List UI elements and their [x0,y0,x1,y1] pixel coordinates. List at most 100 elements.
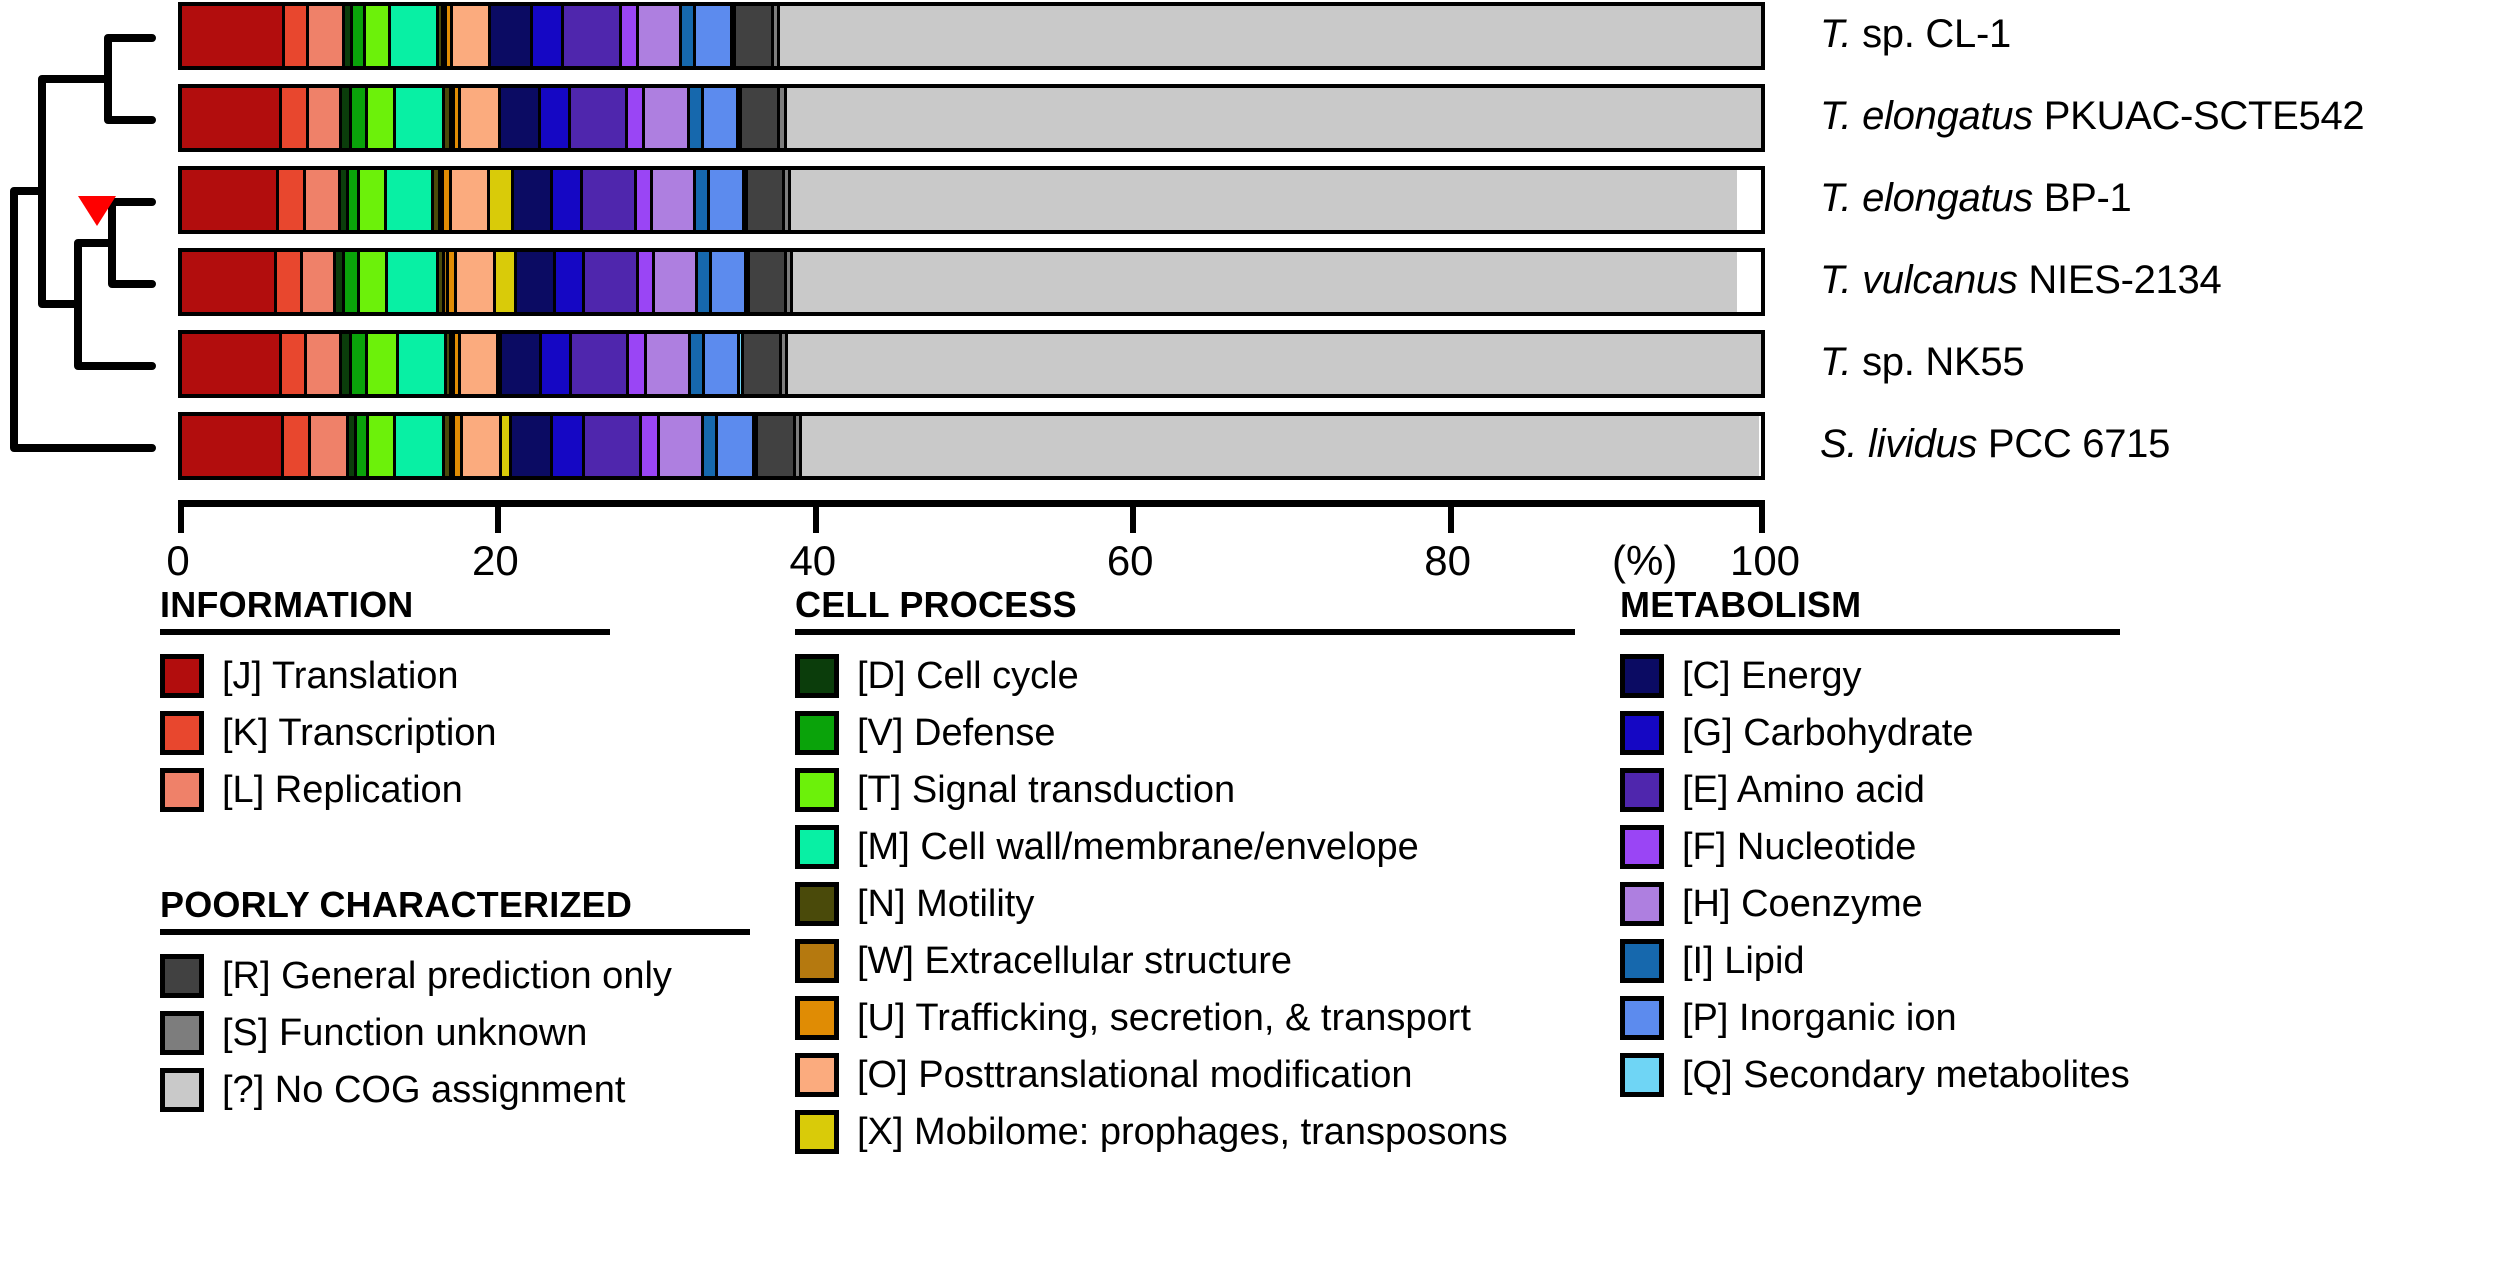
bar-segment-p [711,252,747,312]
bar-segment-q [738,88,743,148]
taxon-genus: T. [1820,94,1852,138]
legend-item-k[interactable]: [K] Transcription [160,704,760,761]
bar-segment-w [443,6,447,66]
bar-segment-d [340,170,349,230]
bar-segment-i [697,252,712,312]
legend-item-w[interactable]: [W] Extracellular structure [795,932,1655,989]
legend-swatch-icon-none [160,1067,204,1112]
legend-column-poorly-characterized: POORLY CHARACTERIZED [R] General predict… [160,885,760,1118]
bar-segment-d [342,334,352,394]
taxon-species: vulcanus [1862,258,2018,302]
legend-label: [X] Mobilome: prophages, transposons [857,1110,1508,1153]
bar-segment-f [629,334,647,394]
bar-segment-l [308,88,343,148]
bar-segment-e [584,416,643,476]
legend-item-j[interactable]: [J] Translation [160,647,760,704]
legend-item-p[interactable]: [P] Inorganic ion [1620,989,2260,1046]
bar-segment-none [780,6,1761,66]
phylogenetic-dendrogram [0,0,180,500]
legend-label: [R] General prediction only [222,954,672,997]
legend-item-e[interactable]: [E] Amino acid [1620,761,2260,818]
legend-item-f[interactable]: [F] Nucleotide [1620,818,2260,875]
taxon-species: lividus [1868,422,1978,466]
legend-item-t[interactable]: [T] Signal transduction [795,761,1655,818]
bar-segment-v [345,252,360,312]
bar-segment-j [182,170,279,230]
legend-item-d[interactable]: [D] Cell cycle [795,647,1655,704]
legend-item-m[interactable]: [M] Cell wall/membrane/envelope [795,818,1655,875]
legend-swatch-icon-g [1620,710,1664,755]
bar-segment-o [451,170,490,230]
legend-item-l[interactable]: [L] Replication [160,761,760,818]
bar-segment-d [342,88,352,148]
bar-segment-h [638,6,682,66]
bar-segment-q [745,170,749,230]
bar-segment-s [786,252,793,312]
legend-item-s[interactable]: [S] Function unknown [160,1004,760,1061]
clade-cl1-pkuac [104,34,156,124]
bar-segment-i [703,416,719,476]
dendrogram-svg [10,34,156,452]
bar-segment-f [638,252,655,312]
legend-item-c[interactable]: [C] Energy [1620,647,2260,704]
bar-segment-n [434,170,441,230]
legend-item-h[interactable]: [H] Coenzyme [1620,875,2260,932]
bar-segment-d [335,252,346,312]
bar-segment-g [553,416,585,476]
bar-segment-v [351,88,368,148]
legend-swatch-icon-s [160,1010,204,1055]
bar-segment-d [345,6,354,66]
bar-segment-w [445,252,449,312]
bar-segment-g [532,6,565,66]
legend-item-r[interactable]: [R] General prediction only [160,947,760,1004]
legend-label: [L] Replication [222,768,463,811]
legend-label: [O] Posttranslational modification [857,1053,1413,1096]
bar-segment-p [718,416,755,476]
bar-segment-h [653,170,697,230]
bar-segment-u [448,252,457,312]
bar-segment-v [353,6,367,66]
legend-item-q[interactable]: [Q] Secondary metabolites [1620,1046,2260,1103]
bar-segment-v [351,334,368,394]
legend-item-none[interactable]: [?] No COG assignment [160,1061,760,1118]
bar-segment-x [496,252,517,312]
bar-segment-n [445,88,452,148]
legend-item-g[interactable]: [G] Carbohydrate [1620,704,2260,761]
bar-segment-w [451,88,455,148]
bar-segment-g [540,88,571,148]
axis-tick-40 [812,505,819,533]
axis-tick-label-80: 80 [1424,537,1471,584]
legend-label: [Q] Secondary metabolites [1682,1053,2130,1096]
legend-rule-poorly-characterized [160,929,750,935]
bar-segment-c [502,334,542,394]
bar-segment-g [556,252,586,312]
bar-segment-m [396,416,446,476]
bar-segment-h [654,252,698,312]
legend-item-i[interactable]: [I] Lipid [1620,932,2260,989]
stacked-bar-row [178,412,1765,480]
taxon-strain: PKUAC-SCTE542 [2043,94,2365,138]
bar-segment-n [445,416,452,476]
taxon-species: sp. [1862,340,1915,384]
bar-segment-none [791,170,1738,230]
legend-label: [E] Amino acid [1682,768,1925,811]
legend-item-o[interactable]: [O] Posttranslational modification [795,1046,1655,1103]
legend-title-metabolism: METABOLISM [1620,584,1862,625]
taxon-genus: S. [1820,422,1858,466]
bar-segment-q [740,334,744,394]
legend-item-n[interactable]: [N] Motility [795,875,1655,932]
bar-segment-q [746,252,751,312]
red-triangle-marker [78,196,116,226]
axis-unit-label: (%) [1612,537,1678,584]
legend-items-cell-process: [D] Cell cycle[V] Defense[T] Signal tran… [795,647,1655,1160]
bar-segment-c [500,88,541,148]
bar-segment-u [454,334,462,394]
legend-item-v[interactable]: [V] Defense [795,704,1655,761]
legend-item-u[interactable]: [U] Trafficking, secretion, & transport [795,989,1655,1046]
legend-item-x[interactable]: [X] Mobilome: prophages, transposons [795,1103,1655,1160]
legend-swatch-icon-d [795,653,839,698]
bar-segment-k [285,6,309,66]
taxon-genus: T. [1820,258,1852,302]
